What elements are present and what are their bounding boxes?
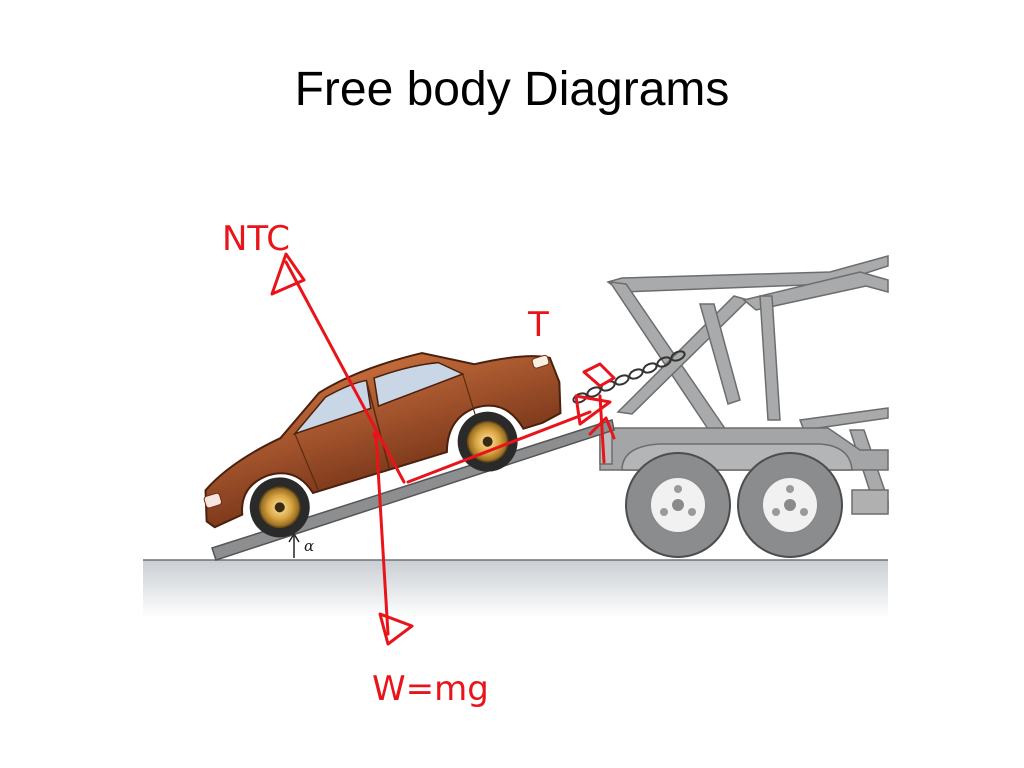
tension-force-label: T bbox=[527, 305, 549, 345]
truck-wheel-rear bbox=[737, 452, 843, 558]
normal-force-arrow bbox=[270, 252, 406, 484]
angle-alpha-label: α bbox=[304, 537, 314, 555]
tension-force-arrow bbox=[406, 394, 612, 484]
normal-force-label: NTC bbox=[222, 219, 290, 259]
weight-force-label: W=mg bbox=[372, 669, 489, 709]
ground bbox=[143, 559, 888, 618]
tow-chain bbox=[572, 350, 686, 404]
ramp-angle-marker: α bbox=[288, 532, 314, 558]
tow-truck bbox=[599, 255, 889, 558]
force-annotations: NTC W=mg T bbox=[222, 219, 616, 709]
weight-force-arrow bbox=[372, 431, 414, 646]
ramp-force-arrow bbox=[582, 362, 616, 464]
truck-wheel-front bbox=[625, 452, 731, 558]
slide-title: Free body Diagrams bbox=[294, 63, 730, 116]
car-wheel-rear bbox=[249, 477, 310, 538]
